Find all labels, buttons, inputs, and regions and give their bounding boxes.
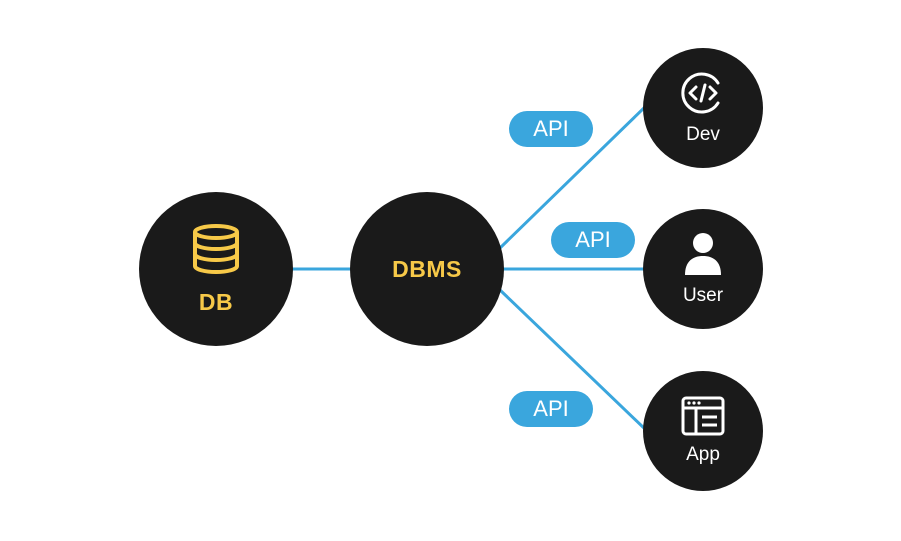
user-icon [683, 231, 723, 277]
dev-node: Dev [643, 48, 763, 168]
db-label: DB [198, 288, 234, 315]
db-node: DB [139, 192, 293, 346]
link-dbms-dev [498, 104, 648, 250]
dbms-node: DBMS [350, 192, 504, 346]
link-dbms-app [498, 288, 648, 432]
user-label: User [682, 285, 724, 306]
browser-window-icon [681, 396, 725, 436]
api-badge-user: API [551, 222, 635, 258]
api-badge-dev: API [509, 111, 593, 147]
dbms-label: DBMS [392, 255, 462, 282]
app-label: App [686, 444, 720, 465]
app-node: App [643, 371, 763, 491]
api-badge-app: API [509, 391, 593, 427]
user-node: User [643, 209, 763, 329]
dev-label: Dev [686, 124, 720, 145]
database-icon [191, 223, 241, 275]
code-icon [680, 70, 726, 116]
